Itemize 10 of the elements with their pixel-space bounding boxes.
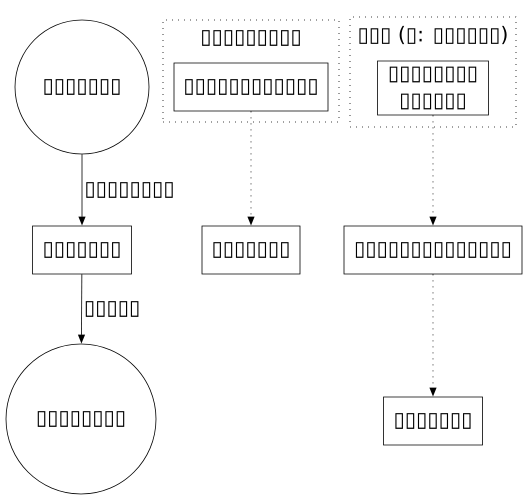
process-box: ▯▯▯▯▯▯▯ (202, 226, 300, 274)
edge-label: ▯▯▯▯▯▯▯▯ (83, 181, 176, 199)
process-box: ▯▯▯▯▯▯▯▯▯▯▯▯▯▯ (344, 226, 522, 274)
edge-label: ▯▯▯▯▯ (82, 300, 142, 318)
process-box: ▯▯▯▯▯▯▯ (32, 226, 132, 274)
process-box: ▯▯▯▯▯▯▯ (383, 396, 483, 446)
process-box: ▯▯▯▯▯▯▯▯ ▯▯▯▯▯▯ (377, 60, 489, 116)
circle-node: ▯▯▯▯▯▯▯ (14, 20, 150, 154)
process-box: ▯▯▯▯▯▯▯▯▯▯▯▯ (174, 62, 328, 112)
circle-node: ▯▯▯▯▯▯▯▯ (6, 344, 156, 494)
